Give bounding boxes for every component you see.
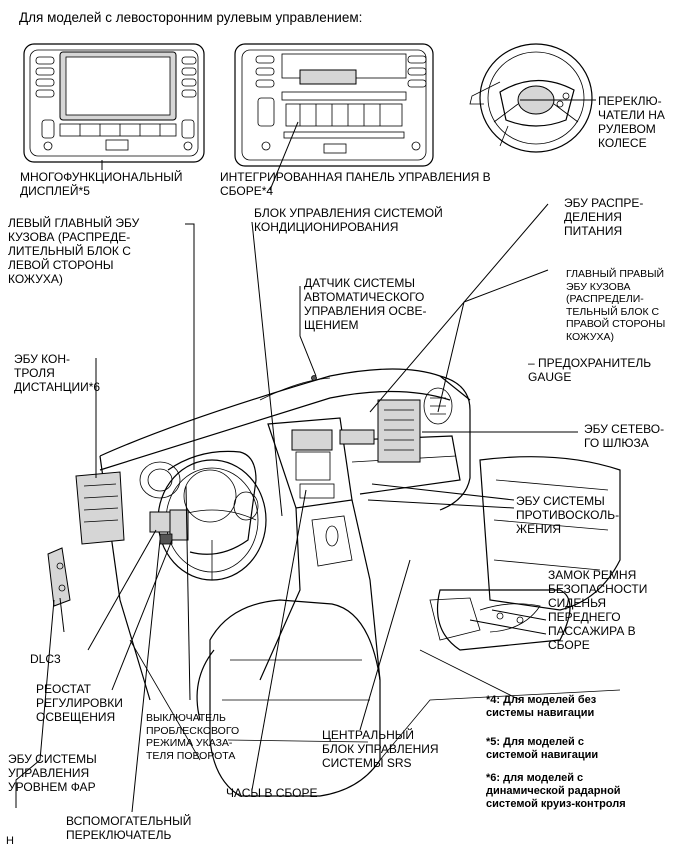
label-left-main-ecu: ЛЕВЫЙ ГЛАВНЫЙ ЭБУ КУЗОВА (РАСПРЕДЕ- ЛИТЕ… [8,216,140,286]
label-seat-belt-buckle: ЗАМОК РЕМНЯ БЕЗОПАСНОСТИ СИДЕНЬЯ ПЕРЕДНЕ… [548,568,648,652]
label-headlamp-level-ecu: ЭБУ СИСТЕМЫ УПРАВЛЕНИЯ УРОВНЕМ ФАР [8,752,97,794]
label-anti-collision-ecu: ЭБУ СИСТЕМЫ ПРОТИВОСКОЛЬ- ЖЕНИЯ [516,494,620,536]
label-hazard-switch: ВЫКЛЮЧАТЕЛЬ ПРОБЛЕСКОВОГО РЕЖИМА УКАЗА- … [146,712,240,762]
footnote-5: *5: Для моделей с системой навигации [486,736,599,761]
label-srs-center: ЦЕНТРАЛЬНЫЙ БЛОК УПРАВЛЕНИЯ СИСТЕМЫ SRS [322,728,439,770]
label-dlc3: DLC3 [30,652,61,666]
vehicle-interior-drawing [47,368,621,797]
label-right-main-ecu: ГЛАВНЫЙ ПРАВЫЙ ЭБУ КУЗОВА (РАСПРЕДЕЛИ- Т… [566,268,666,343]
label-ac-control: БЛОК УПРАВЛЕНИЯ СИСТЕМОЙ КОНДИЦИОНИРОВАН… [254,206,443,234]
page-title: Для моделей с левосторонним рулевым упра… [19,10,363,25]
label-rheostat: РЕОСТАТ РЕГУЛИРОВКИ ОСВЕЩЕНИЯ [36,682,123,724]
leader-lines [15,99,596,813]
label-integrated-panel: ИНТЕГРИРОВАННАЯ ПАНЕЛЬ УПРАВЛЕНИЯ В СБОР… [220,170,491,198]
multi-display-inset [23,43,205,163]
label-multi-display: МНОГОФУНКЦИОНАЛЬНЫЙ ДИСПЛЕЙ*5 [20,170,183,198]
steering-wheel-inset [469,43,593,153]
label-power-dist-ecu: ЭБУ РАСПРЕ- ДЕЛЕНИЯ ПИТАНИЯ [564,196,644,238]
footnote-6: *6: для моделей с динамической радарной … [486,772,626,810]
footnote-4: *4: Для моделей без системы навигации [486,694,597,719]
integrated-panel-inset [234,43,434,167]
label-distance-ecu: ЭБУ КОН- ТРОЛЯ ДИСТАНЦИИ*6 [14,352,101,394]
label-steering-switches: ПЕРЕКЛЮ- ЧАТЕЛИ НА РУЛЕВОМ КОЛЕСЕ [598,94,665,150]
label-light-sensor: ДАТЧИК СИСТЕМЫ АВТОМАТИЧЕСКОГО УПРАВЛЕНИ… [304,276,427,332]
label-gateway-ecu: ЭБУ СЕТЕВО- ГО ШЛЮЗА [584,422,665,450]
label-fuse-gauge: – ПРЕДОХРАНИТЕЛЬ GAUGE [528,356,652,384]
label-aux-switch: ВСПОМОГАТЕЛЬНЫЙ ПЕРЕКЛЮЧАТЕЛЬ [66,814,192,842]
label-clock: ЧАСЫ В СБОРЕ [226,786,318,800]
corner-mark: H [6,835,14,847]
